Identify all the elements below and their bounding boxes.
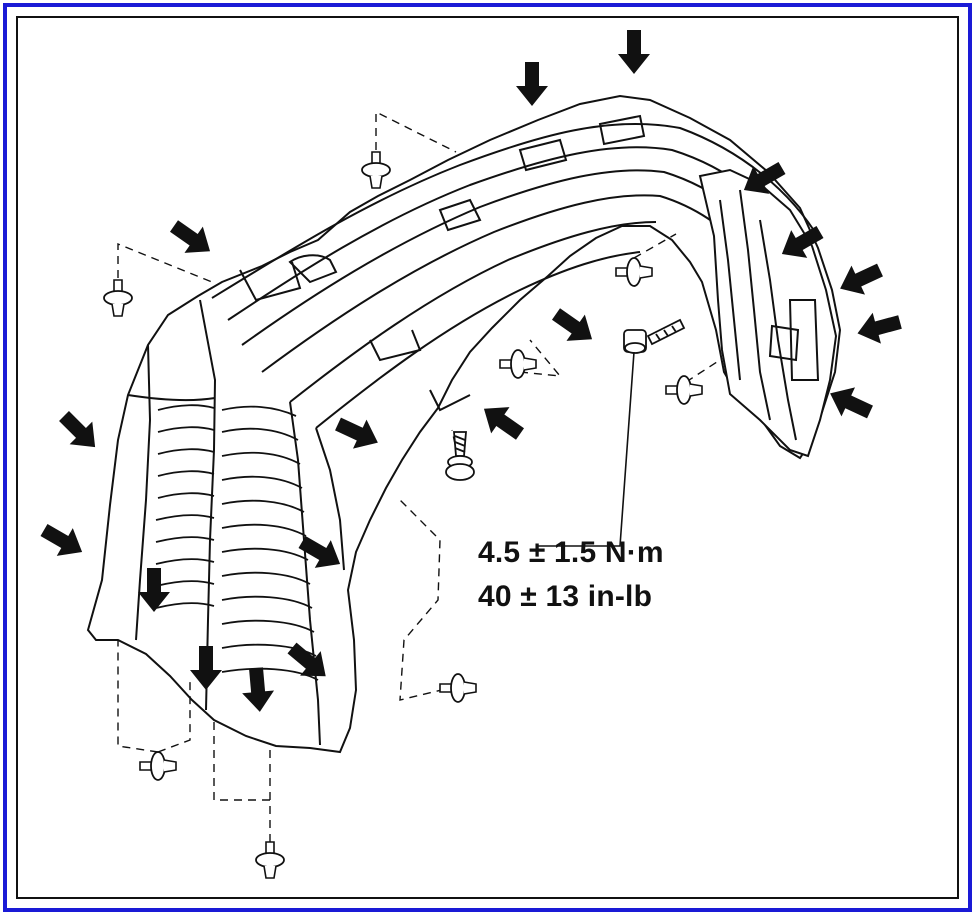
clip-fastener-icon — [139, 751, 177, 781]
arrow-icon — [164, 212, 220, 265]
arrow-icon — [546, 300, 602, 353]
torque-leader-line — [536, 351, 635, 547]
arrow-icon — [36, 516, 91, 566]
arrow-icon — [516, 62, 548, 106]
torque-spec-metric: 4.5 ± 1.5 N·m — [478, 536, 664, 569]
leader-lines — [117, 110, 721, 842]
clip-fastener-icon — [665, 375, 703, 405]
clip-fastener-icon — [439, 673, 477, 703]
arrow-icon — [52, 404, 107, 459]
inner-frame — [16, 16, 959, 899]
bolt-icon — [623, 318, 686, 354]
clip-fastener-icon — [103, 279, 133, 317]
clip-fastener-icon — [615, 257, 653, 287]
torque-spec-imperial: 40 ± 13 in-lb — [478, 580, 653, 613]
clip-fastener-icon — [499, 349, 537, 379]
arrow-icon — [474, 395, 530, 448]
arrow-icon — [853, 306, 905, 349]
arrow-icon — [618, 30, 650, 74]
clip-fastener-icon — [255, 841, 285, 879]
outer-frame — [3, 3, 972, 912]
screw-fastener-icon — [445, 431, 475, 481]
arrow-icon — [833, 255, 887, 304]
clip-fastener-icon — [361, 151, 391, 189]
